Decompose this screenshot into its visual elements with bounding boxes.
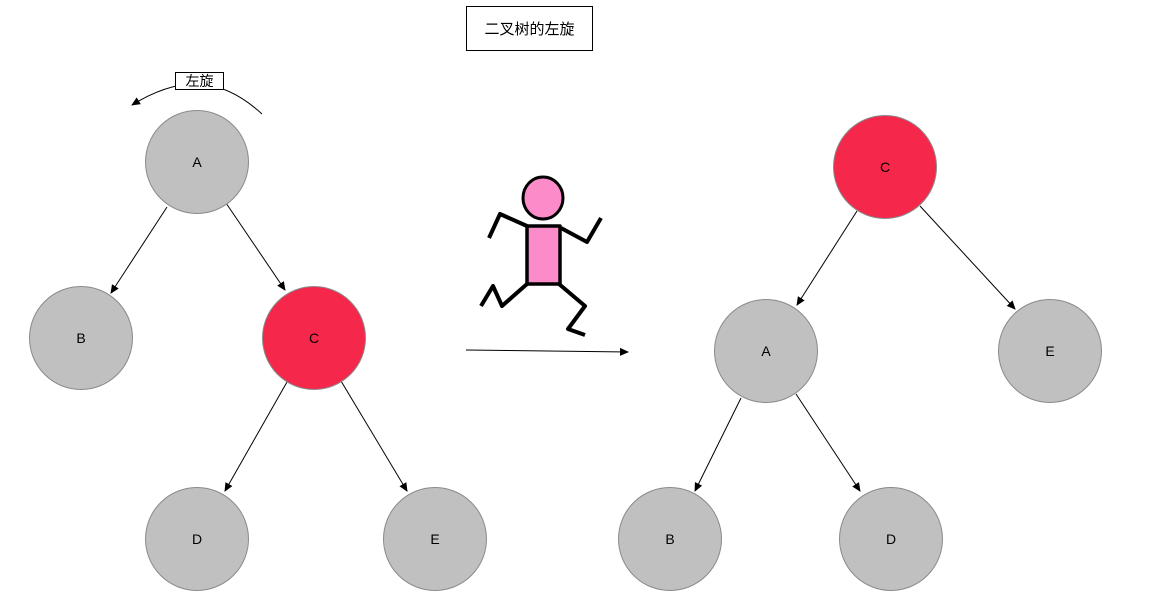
edge-c-e [340,380,408,492]
right-tree-node-c: C [833,115,937,219]
right-tree-edges [694,205,1016,492]
node-label: C [309,330,319,346]
rotation-label: 左旋 [186,74,214,90]
node-label: A [192,154,202,170]
edge-a-b [110,206,168,294]
right-tree-node-a: A [714,299,818,403]
node-label: A [761,343,771,359]
left-tree-edges [110,202,408,492]
rotation-annotation: 左旋 [131,72,263,115]
edge-c-e [919,205,1016,310]
right-tree-node-e: E [998,299,1102,403]
edge-c-a [796,210,858,306]
node-label: B [665,531,674,547]
edge-c-d [224,381,288,492]
right-tree-node-d: D [839,487,943,591]
running-figure-icon [479,175,603,337]
diagram-title-text: 二叉树的左旋 [484,20,574,38]
left-tree-node-c: C [262,286,366,390]
diagram-title: 二叉树的左旋 [466,6,593,51]
edge-a-d [795,393,861,492]
node-label: B [76,330,85,346]
transition-arrow [465,347,629,356]
edge-a-c [225,202,286,291]
edge-a-b [694,397,742,492]
node-label: D [886,531,896,547]
right-tree-node-b: B [618,487,722,591]
node-label: C [880,159,890,175]
left-tree-node-a: A [145,110,249,214]
left-tree-node-b: B [29,286,133,390]
left-tree-node-e: E [383,487,487,591]
node-label: D [192,531,202,547]
node-label: E [430,531,439,547]
left-tree-node-d: D [145,487,249,591]
node-label: E [1045,343,1054,359]
